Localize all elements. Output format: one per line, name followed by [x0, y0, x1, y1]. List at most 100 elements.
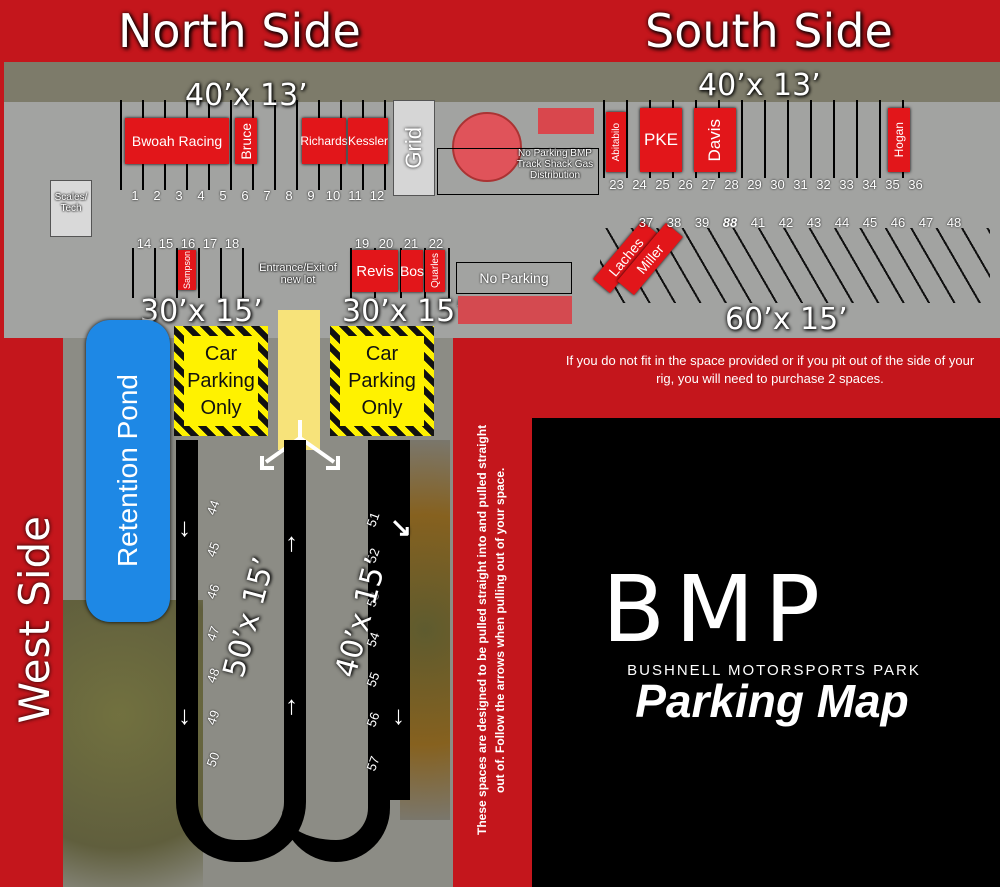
no-parking-shack-label: No Parking BMP Track Shack Gas Distribut… [516, 148, 594, 181]
space-number: 26 [678, 177, 693, 192]
space-line [220, 248, 222, 298]
space-number: 11 [348, 188, 362, 203]
space-line [810, 100, 812, 178]
brand-name: BUSHNELL MOTORSPORTS PARK [627, 662, 921, 679]
space-line [242, 248, 244, 298]
south-bottom-dimension: 60’x 15’ [725, 302, 848, 337]
space-number: 29 [747, 177, 762, 192]
reserved-pke[interactable]: PKE [640, 108, 682, 172]
space-number: 4 [197, 188, 205, 203]
space-number: 22 [428, 236, 444, 251]
retention-pond-label: Retention Pond [112, 374, 143, 568]
space-number: 45 [862, 215, 878, 230]
space-number: 8 [285, 188, 293, 203]
reserved-sampson-label: Sampson [182, 250, 192, 290]
track-shack-roof [452, 112, 522, 182]
north-top-numbers: 1 2 3 4 5 6 7 8 9 10 11 12 [124, 188, 396, 203]
parking-map-title: Parking Map [635, 675, 909, 727]
space-number: 20 [378, 236, 394, 251]
space-line [132, 248, 134, 298]
pull-note-wrap: These spaces are designed to be pulled s… [456, 420, 526, 840]
grid-label: Grid [401, 127, 426, 169]
space-number: 41 [750, 215, 766, 230]
building-roof [458, 296, 572, 324]
west-side-heading-wrap: West Side [6, 500, 62, 740]
space-line [741, 100, 743, 178]
south-top-dimension: 40’x 13’ [698, 68, 821, 103]
space-number: 25 [655, 177, 670, 192]
space-number: 27 [701, 177, 716, 192]
space-number: 9 [307, 188, 315, 203]
space-number: 33 [839, 177, 854, 192]
north-top-dimension: 40’x 13’ [185, 78, 308, 113]
space-number: 44 [834, 215, 850, 230]
north-side-heading: North Side [118, 4, 361, 58]
space-line [833, 100, 835, 178]
space-line [230, 100, 232, 190]
space-line [154, 248, 156, 298]
reserved-revis[interactable]: Revis [352, 250, 398, 292]
space-number: 21 [403, 236, 419, 251]
space-line [296, 100, 298, 190]
space-line [603, 100, 605, 178]
space-number: 32 [816, 177, 831, 192]
space-number: 3 [175, 188, 183, 203]
space-line [626, 100, 628, 178]
car-parking-left: Car Parking Only [174, 326, 268, 436]
south-side-heading: South Side [645, 4, 893, 58]
arrow-up-icon: ↑ [285, 527, 298, 557]
space-line [856, 100, 858, 178]
reserved-bruce-label: Bruce [238, 122, 254, 160]
reserved-sampson[interactable]: Sampson [178, 250, 196, 290]
reserved-davis[interactable]: Davis [694, 108, 736, 172]
space-number: 28 [724, 177, 739, 192]
space-number: 43 [806, 215, 822, 230]
arrow-down-icon: ↓ [178, 512, 191, 542]
space-line [176, 248, 178, 298]
reserved-hogan-label: Hogan [892, 122, 906, 158]
reserved-bruce[interactable]: Bruce [235, 118, 257, 164]
space-number: 37 [638, 215, 654, 230]
space-number: 48 [946, 215, 962, 230]
reserved-abitabilo-label: Abitabilo [610, 122, 622, 162]
space-line [764, 100, 766, 178]
scales-building [50, 180, 92, 237]
car-parking-right: Car Parking Only [330, 326, 434, 436]
space-number: 46 [890, 215, 906, 230]
west-track-right-end [388, 440, 410, 800]
reserved-quarles[interactable]: Quarles [425, 250, 445, 292]
north-bottom-numbers-right: 19 20 21 22 [350, 236, 448, 251]
space-line [879, 100, 881, 178]
scales-tech-label: Scales/ Tech [54, 192, 88, 214]
space-number: 38 [666, 215, 682, 230]
space-number: 36 [908, 177, 923, 192]
reserved-bwoah-racing[interactable]: Bwoah Racing [125, 118, 229, 164]
reserved-richards[interactable]: Richards [300, 118, 348, 164]
space-line [350, 248, 352, 298]
reserved-abitabilo[interactable]: Abitabilo [606, 112, 626, 172]
arrow-down-right-icon: ↘ [390, 512, 412, 542]
north-bottom-dimension-2: 30’x 15’ [342, 294, 465, 329]
pull-note: These spaces are designed to be pulled s… [475, 424, 507, 836]
reserved-hogan[interactable]: Hogan [888, 108, 910, 172]
space-number: 6 [241, 188, 249, 203]
entrance-label: Entrance/Exit of new lot [259, 262, 337, 286]
space-number: 2 [153, 188, 161, 203]
retention-pond: Retention Pond [86, 320, 170, 622]
west-side-heading: West Side [9, 516, 59, 724]
space-number: 88 [722, 215, 738, 230]
space-number: 39 [694, 215, 710, 230]
space-number: 12 [369, 188, 385, 203]
space-line [120, 100, 122, 190]
reserved-quarles-label: Quarles [429, 253, 441, 289]
reserved-kessler[interactable]: Kessler [348, 118, 388, 164]
reserved-bos[interactable]: Bos [400, 250, 424, 292]
south-bottom-numbers: 37 38 39 88 41 42 43 44 45 46 47 48 [632, 215, 968, 230]
space-number: 5 [219, 188, 227, 203]
space-number: 15 [158, 236, 174, 251]
arrow-down-icon: ↓ [178, 700, 191, 730]
space-number: 24 [632, 177, 647, 192]
reserved-davis-label: Davis [705, 118, 724, 162]
space-number: 1 [131, 188, 139, 203]
space-number: 34 [862, 177, 877, 192]
